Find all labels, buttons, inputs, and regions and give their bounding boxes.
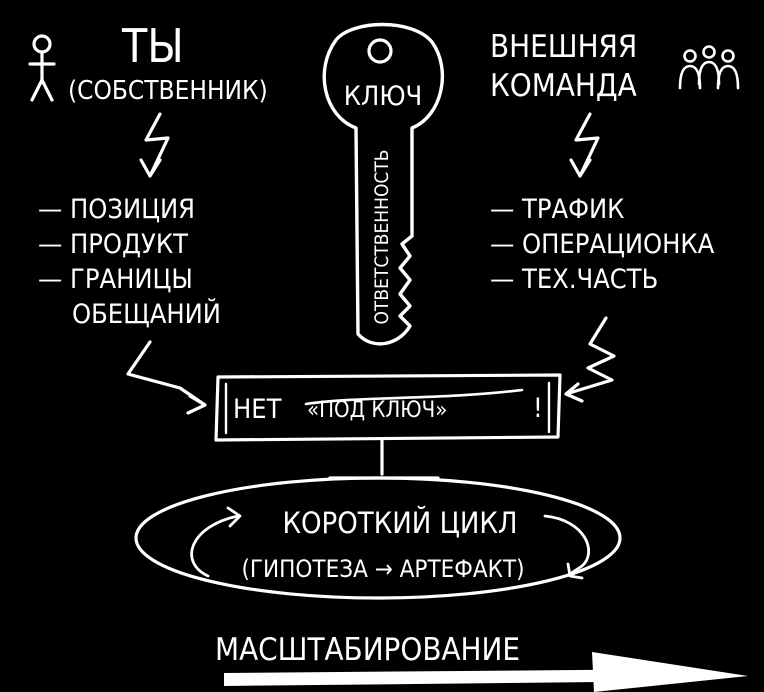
right-zigzag-arrow-icon [564,316,616,403]
owner-responsibilities-list: — ПОЗИЦИЯ — ПРОДУКТ — ГРАНИЦЫ ОБЕЩАНИЙ [38,194,221,330]
short-cycle-ellipse: КОРОТКИЙ ЦИКЛ (ГИПОТЕЗА → АРТЕФАКТ) [134,476,622,600]
key-outline [322,22,445,346]
owner-item-product: — ПРОДУКТ [38,229,188,260]
team-item-tech: — ТЕХ.ЧАСТЬ [490,264,658,295]
scaling-arrow: МАСШТАБИРОВАНИЕ [215,632,748,692]
team-title-line2: КОМАНДА [490,68,637,104]
cycle-right-loop-arrow-icon [543,514,591,580]
team-title-line1: ВНЕШНЯЯ [490,29,637,65]
owner-item-promises: ОБЕЩАНИЙ [72,298,221,330]
owner-stick-figure-icon [28,34,56,102]
team-item-operations: — ОПЕРАЦИОНКА [490,229,715,260]
banner-frame [214,373,562,442]
owner-lightning-arrow-icon [139,112,170,178]
scaling-label: МАСШТАБИРОВАНИЕ [215,632,520,668]
cycle-line1: КОРОТКИЙ ЦИКЛ [282,506,517,540]
no-turnkey-banner: НЕТ «ПОД КЛЮЧ» ! [214,373,562,442]
team-item-traffic: — ТРАФИК [490,194,624,225]
team-responsibilities-list: — ТРАФИК — ОПЕРАЦИОНКА — ТЕХ.ЧАСТЬ [490,194,715,295]
scaling-arrow-shaft [224,669,700,686]
cycle-ellipse-outline [134,476,622,600]
key-ring-hole [367,38,393,64]
owner-item-position: — ПОЗИЦИЯ [38,194,195,225]
owner-subtitle: (СОБСТВЕННИК) [68,76,268,106]
cycle-line2: (ГИПОТЕЗА → АРТЕФАКТ) [241,555,524,583]
left-zigzag-arrow-icon [126,340,207,415]
cycle-left-loop-arrow-icon [190,506,242,578]
banner-to-cycle-connector [328,438,440,480]
banner-prefix: НЕТ [233,394,282,425]
team-people-icon [678,45,740,90]
scaling-arrow-head-icon [592,652,748,692]
key-icon: КЛЮЧ ОТВЕТСТВЕННОСТЬ [322,22,445,346]
team-lightning-arrow-icon [569,112,600,178]
owner-title: ТЫ [121,19,184,73]
banner-strike-line [304,388,524,406]
key-shaft-label: ОТВЕТСТВЕННОСТЬ [371,149,393,324]
banner-exclamation: ! [533,393,543,424]
key-label: КЛЮЧ [344,81,422,112]
owner-item-boundaries: — ГРАНИЦЫ [38,264,193,295]
